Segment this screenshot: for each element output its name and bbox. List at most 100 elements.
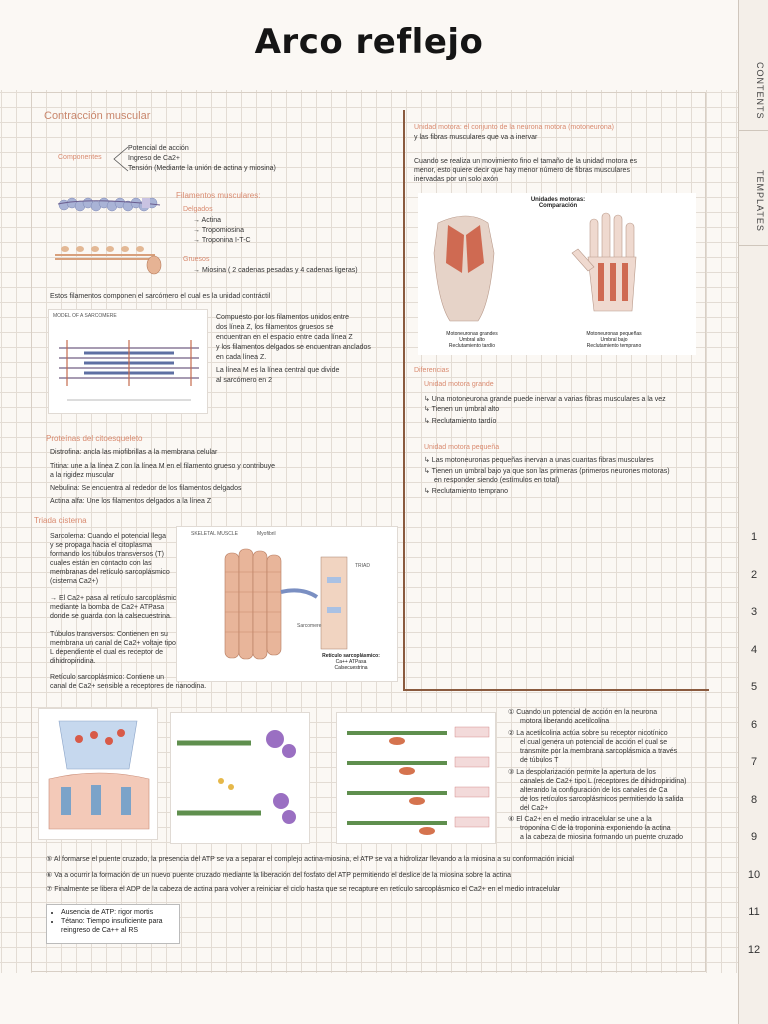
sarcomero-desc-5: en cada línea Z. — [216, 354, 267, 361]
pequena-4: ↳ Reclutamiento temprano — [424, 488, 509, 495]
triada-15: canal de Ca2+ sensible a receptores de r… — [50, 683, 207, 690]
unidad-motora-2: y las fibras musculares que va a inervar — [414, 134, 538, 141]
sarcomero-desc-7: al sarcómero en 2 — [216, 377, 273, 384]
motor-caption-right: Motoneuronas pequeñas Umbral bajo Reclut… — [586, 331, 642, 349]
triada-14: Retículo sarcoplásmico: Contiene un — [50, 674, 165, 681]
tab-contents[interactable]: CONTENTS — [755, 62, 765, 120]
notebook-page — [0, 0, 738, 1024]
pequena-3: en responder siendo (estímulos en total) — [434, 477, 560, 484]
triada-8: mediante la bomba de Ca2+ ATPasa — [50, 604, 165, 611]
triada-10: Túbulos transversos: Contienen en su — [50, 631, 168, 638]
heading-contraccion: Contracción muscular — [44, 110, 151, 122]
page-title: Arco reflejo — [254, 22, 484, 62]
citoesqueleto-heading: Proteínas del citoesqueleto — [46, 434, 143, 443]
pequena-2: ↳ Tienen un umbral bajo ya que son las p… — [424, 468, 670, 475]
triada-4: cuales están en contacto con las — [50, 560, 152, 567]
bracket-icon — [113, 146, 129, 172]
step-4a: ④ El Ca2+ en el medio intracelular se un… — [508, 816, 652, 823]
reticulo-title: Retículo sarcoplásmico: — [322, 653, 380, 659]
triada-6: (cisterna Ca2+) — [50, 578, 99, 585]
tab-number-7[interactable]: 7 — [750, 756, 758, 768]
atp-note-box: Ausencia de ATP: rigor mortis Tétano: Ti… — [46, 904, 180, 944]
motor-units-figure: Unidades motoras: Comparación Motoneuron… — [418, 193, 696, 355]
step-7: ⑦ Finalmente se libera el ADP de la cabe… — [46, 886, 561, 893]
sarcomero-line: Estos filamentos componen el sarcómero e… — [50, 293, 271, 300]
step-2a: ② La acetilcolina actúa sobre su recepto… — [508, 730, 668, 737]
tab-templates[interactable]: TEMPLATES — [755, 170, 765, 232]
triada-1: Sarcolema: Cuando el potencial llega — [50, 533, 166, 540]
step-3c: alterando la configuración de los canale… — [520, 787, 668, 794]
motor-fig-title: Unidades motoras: Comparación — [530, 197, 586, 209]
componente-3: Tensión (Mediante la unión de actina y m… — [128, 165, 276, 172]
tab-number-12[interactable]: 12 — [747, 944, 761, 956]
cuando-1: Cuando se realiza un movimiento fino el … — [414, 158, 637, 165]
unidad-motora-1: Unidad motora: el conjunto de la neurona… — [414, 124, 615, 131]
triada-12: L dependiente el cual es receptor de — [50, 649, 163, 656]
step-1b: motora liberando acetilcolina — [520, 718, 610, 725]
step-3b: canales de Ca2+ tipo L (receptores de di… — [520, 778, 687, 785]
step-2d: de túbulos T — [520, 757, 559, 764]
atp-note-1: Ausencia de ATP: rigor mortis — [61, 908, 173, 917]
tab-number-5[interactable]: 5 — [750, 681, 758, 693]
sarcomero-desc-3: encuentran en el espacio entre cada líne… — [216, 334, 353, 341]
componente-1: Potencial de acción — [128, 145, 189, 152]
citoesqueleto-4: Nebulina: Se encuentra al rededor de los… — [50, 485, 242, 492]
motor-caption-left: Motoneuronas grandes Umbral alto Recluta… — [446, 331, 498, 349]
step-2c: transmite por la membrana sarcoplásmica … — [520, 748, 678, 755]
tab-number-10[interactable]: 10 — [747, 869, 761, 881]
sarcomere-figure: MODEL OF A SARCOMERE — [48, 309, 208, 414]
sarcomero-desc-6: La línea M es la línea central que divid… — [216, 367, 340, 374]
tab-number-6[interactable]: 6 — [750, 719, 758, 731]
tab-number-2[interactable]: 2 — [750, 569, 758, 581]
pequena-1: ↳ Las motoneuronas pequeñas inervan a un… — [424, 457, 654, 464]
triada-heading: Triada cisterna — [34, 516, 87, 525]
delgado-2: → Tropomiosina — [193, 227, 244, 234]
step-4c: a la cabeza de miosina formando un puent… — [520, 834, 684, 841]
triada-11: membrana un canal de Ca2+ voltaje tipo — [50, 640, 176, 647]
componentes-label: Componentes — [58, 154, 102, 161]
gruesos-label: Gruesos — [183, 256, 210, 263]
nmj-figure — [38, 708, 158, 840]
fig-label-sarcomere: MODEL OF A SARCOMERE — [53, 313, 117, 319]
sarcomero-desc-1: Compuesto por los filamentos unidos entr… — [216, 314, 350, 321]
gruesos-text: → Miosina ( 2 cadenas pesadas y 4 cadena… — [193, 267, 358, 274]
triada-5: membranas del retículo sarcoplásmico — [50, 569, 170, 576]
sarcomero-desc-4: y los filamentos delgados se encuentran … — [216, 344, 371, 351]
step-3a: ③ La despolarización permite la apertura… — [508, 769, 656, 776]
tab-separator — [739, 130, 768, 131]
grande-heading: Unidad motora grande — [424, 381, 494, 388]
cuando-3: inervadas por un solo axón — [414, 176, 499, 183]
reticulo-atpasa: Ca++ ATPasa — [335, 659, 367, 665]
skeletal-muscle-figure: SKELETAL MUSCLE Myofibril TRIAD Sarcomer… — [176, 526, 398, 682]
side-tab-strip: CONTENTS TEMPLATES 1 2 3 4 5 6 7 8 9 10 … — [738, 0, 768, 1024]
diferencias-label: Diferencias — [414, 367, 450, 374]
cuando-2: menor, esto quiere decir que hay menor n… — [414, 167, 630, 174]
fig-label-triad: TRIAD — [355, 563, 370, 569]
tab-number-8[interactable]: 8 — [750, 794, 758, 806]
cycle-figure — [336, 712, 496, 844]
tab-separator — [739, 245, 768, 246]
delgado-3: → Troponina I-T-C — [193, 237, 251, 244]
step-3e: del Ca2+ — [520, 805, 549, 812]
reticulo-calsecuestrina: Calsecuestrina — [334, 665, 368, 671]
triada-7: → El Ca2+ pasa al retículo sarcoplásmico — [50, 595, 181, 602]
step-1a: ① Cuando un potencial de acción en la ne… — [508, 709, 658, 716]
grid-border — [31, 92, 706, 972]
citoesqueleto-1: Distrofina: ancla las miofibrillas a la … — [50, 449, 218, 456]
crossbridge-figure — [170, 712, 310, 844]
step-3d: de los retículos sarcoplásmicos permitie… — [520, 796, 684, 803]
tab-number-9[interactable]: 9 — [750, 831, 758, 843]
citoesqueleto-3: a la rigidez muscular — [50, 472, 115, 479]
fig-label-skeletal: SKELETAL MUSCLE — [191, 531, 238, 537]
citoesqueleto-5: Actina alfa: Une los filamentos delgados… — [50, 498, 212, 505]
tab-number-4[interactable]: 4 — [750, 644, 758, 656]
componente-2: Ingreso de Ca2+ — [128, 155, 180, 162]
grande-2: ↳ Tienen un umbral alto — [424, 406, 500, 413]
tab-number-3[interactable]: 3 — [750, 606, 758, 618]
delgado-1: → Actina — [193, 217, 222, 224]
step-6: ⑥ Va a ocurrir la formación de un nuevo … — [46, 872, 512, 879]
tab-number-11[interactable]: 11 — [748, 906, 760, 918]
fig-label-sarcomere2: Sarcomere — [297, 623, 322, 629]
tab-number-1[interactable]: 1 — [750, 531, 758, 543]
step-5: ⑤ Al formarse el puente cruzado, la pres… — [46, 856, 574, 863]
